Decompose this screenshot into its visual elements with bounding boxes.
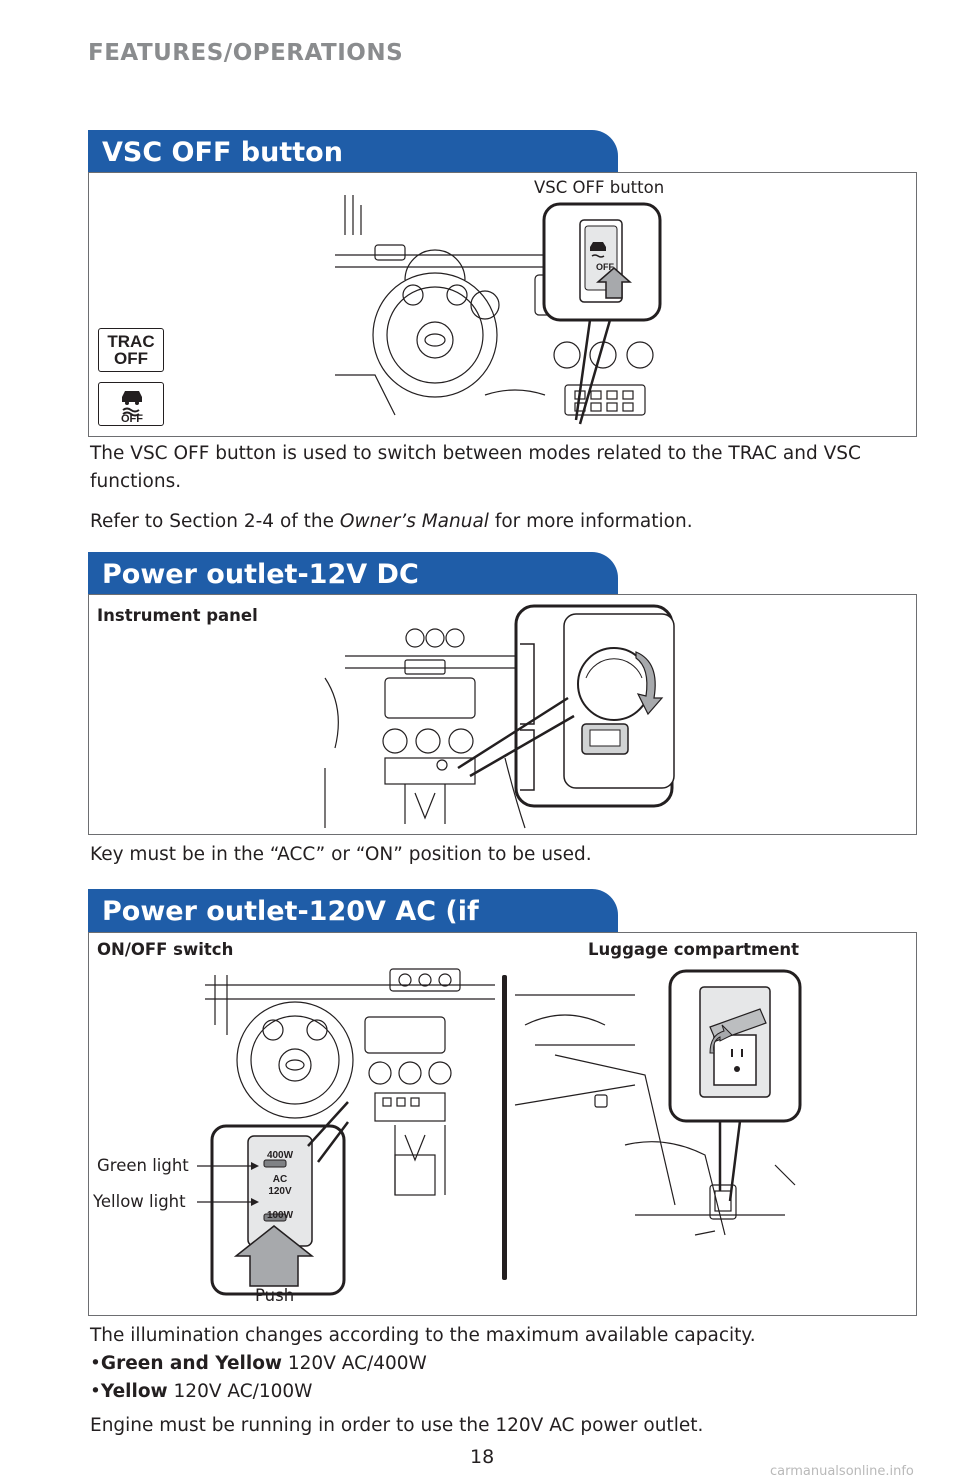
trac-icon-line2: OFF xyxy=(114,349,148,368)
watermark: carmanualsonline.info xyxy=(770,1464,914,1479)
dashboard-illustration-12v xyxy=(324,628,526,829)
vsc-reference-post: for more information. xyxy=(488,511,693,532)
section-banner-12v: Power outlet-12V DC xyxy=(88,552,618,598)
dc-zoom-callout xyxy=(457,604,675,808)
push-label: Push xyxy=(255,1286,295,1305)
panel-divider xyxy=(502,975,507,1280)
yellow-light-label: Yellow light xyxy=(93,1192,186,1211)
switch-face-labels: 400W AC 120V 100W xyxy=(248,1150,312,1222)
instrument-panel-label: Instrument panel xyxy=(97,606,258,625)
vsc-illustration-panel xyxy=(88,172,917,437)
switch-400w-text: 400W xyxy=(266,1150,294,1161)
dashboard-illustration-120v xyxy=(205,968,495,1196)
ac-description: The illumination changes according to th… xyxy=(90,1325,756,1346)
vsc-description: The VSC OFF button is used to switch bet… xyxy=(90,443,861,492)
on-off-switch-label: ON/OFF switch xyxy=(97,940,234,959)
dc-illustration-panel xyxy=(88,594,917,835)
vsc-button-callout-label: VSC OFF button xyxy=(534,178,665,197)
switch-ac-text: AC xyxy=(272,1174,288,1185)
ac-switch-callout xyxy=(210,1101,349,1296)
vsc-off-indicator-icon: OFF xyxy=(98,382,164,426)
section-title-vsc: VSC OFF button xyxy=(102,137,343,168)
bullet-2-text: 120V AC/100W xyxy=(167,1381,313,1402)
bullet-1-bold: Green and Yellow xyxy=(100,1353,283,1374)
owners-manual-reference: Owner’s Manual xyxy=(339,511,489,532)
rotate-arrow-icon xyxy=(635,651,664,716)
green-light-label: Green light xyxy=(97,1156,189,1175)
luggage-zoom-callout xyxy=(668,969,802,1202)
ac-bullet-1: •Green and Yellow 120V AC/400W xyxy=(90,1353,427,1374)
bullet-1-text: 120V AC/400W xyxy=(282,1353,427,1374)
vsc-icon-text: OFF xyxy=(121,413,143,425)
vsc-button-face-text: OFF xyxy=(596,262,614,272)
trac-icon-line1: TRAC xyxy=(107,332,155,351)
page-number: 18 xyxy=(470,1446,495,1468)
vsc-reference: Refer to Section 2-4 of the Owner’s Manu… xyxy=(90,508,890,536)
trac-off-indicator-icon: TRAC OFF xyxy=(98,328,164,372)
bullet-2-bold: Yellow xyxy=(100,1381,168,1402)
ac-bullet-2: •Yellow 120V AC/100W xyxy=(90,1381,313,1402)
dc-description: Key must be in the “ACC” or “ON” positio… xyxy=(90,844,592,865)
vsc-reference-pre: Refer to Section 2-4 of the xyxy=(90,511,340,532)
section-title-12v: Power outlet-12V DC xyxy=(102,559,419,590)
luggage-compartment-illustration xyxy=(514,994,796,1236)
luggage-compartment-label: Luggage compartment xyxy=(588,940,800,959)
ac-engine-note: Engine must be running in order to use t… xyxy=(90,1415,704,1436)
page-section-header: FEATURES/OPERATIONS xyxy=(88,40,404,66)
section-banner-120v: Power outlet-120V AC (if equipped) xyxy=(88,889,618,973)
switch-100w-text: 100W xyxy=(266,1210,294,1221)
vsc-zoom-callout xyxy=(542,202,662,425)
indicator-leader-lines xyxy=(197,1162,259,1206)
switch-120v-text: 120V xyxy=(268,1186,292,1197)
section-banner-vsc: VSC OFF button xyxy=(88,130,618,176)
